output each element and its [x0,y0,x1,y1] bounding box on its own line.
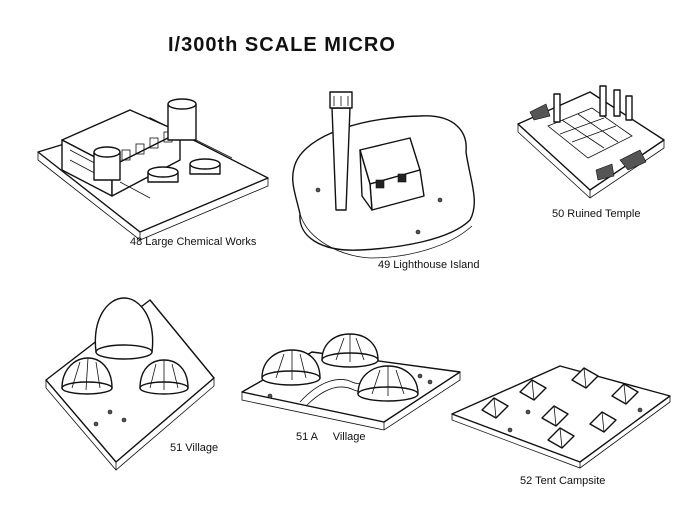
label-lighthouse-island: 49 Lighthouse Island [378,259,480,271]
label-village: 51 Village [170,442,219,454]
tent-campsite-model [451,365,671,469]
page-title: I/300th SCALE MICRO [168,34,396,56]
ruined-temple-model [517,85,665,199]
chemical-works-model [37,98,269,241]
label-chemical-works: 48 Large Chemical Works [130,236,257,248]
label-village-a: 51 A Village [296,431,366,443]
village-a-model [241,333,461,431]
lighthouse-island-model [291,91,475,259]
village-model [45,297,215,471]
label-ruined-temple: 50 Ruined Temple [552,208,641,220]
label-tent-campsite: 52 Tent Campsite [520,475,606,487]
